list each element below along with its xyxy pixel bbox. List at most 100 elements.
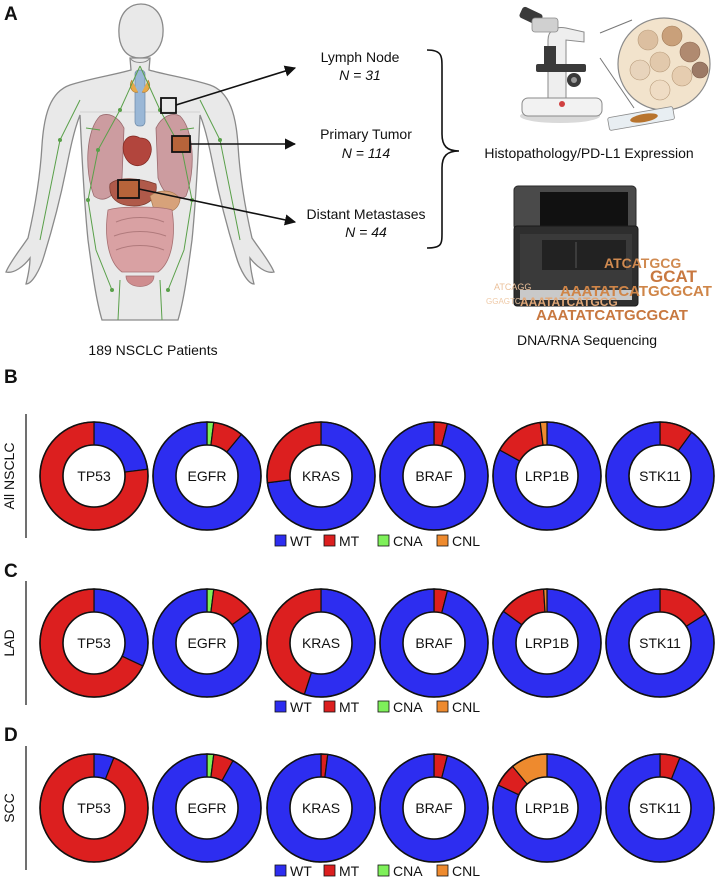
dna-sequence-line: AAATATCATGCG [520,295,618,309]
panel-label: D [4,725,18,746]
row-label: SCC [1,793,17,823]
donut-hole [515,444,579,508]
donut-braf: BRAF [379,421,489,531]
legend-swatch-cnl [436,700,449,713]
distant-metastasis-marker [117,179,140,199]
legend-label-cna: CNA [393,533,423,549]
donut-gene-label: KRAS [302,468,340,484]
legend: WT MT CNA CNL [274,863,480,879]
donut-egfr: EGFR [152,588,262,698]
donut-hole [289,444,353,508]
donut-outline [39,588,149,698]
donut-stk11: STK11 [605,588,715,698]
donut-gene-label: STK11 [639,468,681,484]
legend-label-wt: WT [290,533,312,549]
donut-outline [379,421,489,531]
donut-hole [515,611,579,675]
donut-gene-label: BRAF [415,800,452,816]
panel-label: B [4,367,18,388]
svg-text:ATCAGG: ATCAGG [494,282,531,292]
site-primary-tumor-name: Primary Tumor [320,126,412,142]
donut-braf: BRAF [379,588,489,698]
donut-tp53: TP53 [39,588,149,698]
legend-label-cnl: CNL [452,863,480,879]
row-label: All NSCLC [1,443,17,510]
donut-outline [492,753,602,863]
donut-egfr: EGFR [152,753,262,863]
legend-swatch-wt [274,534,287,547]
donut-stk11: STK11 [605,421,715,531]
donut-stk11: STK11 [605,753,715,863]
site-distant-metastases-name: Distant Metastases [306,206,425,222]
legend-label-mt: MT [339,863,360,879]
legend-label-wt: WT [290,699,312,715]
legend-swatch-wt [274,700,287,713]
donut-gene-label: LRP1B [525,635,569,651]
donut-gene-label: TP53 [77,800,111,816]
legend-label-cna: CNA [393,699,423,715]
dna-sequence-line: ATCATGCG [604,255,681,271]
donut-hole [62,611,126,675]
donut-gene-label: BRAF [415,468,452,484]
donut-hole [175,444,239,508]
donut-outline [605,421,715,531]
donut-braf: BRAF [379,753,489,863]
donut-outline [605,588,715,698]
dna-sequence-line: AAATATCATGCGCAT [560,283,712,300]
donut-hole [62,776,126,840]
donut-lrp1b: LRP1B [492,421,602,531]
donut-hole [175,611,239,675]
legend-label-cnl: CNL [452,699,480,715]
site-primary-tumor-count: N = 114 [342,145,391,161]
legend-label-cna: CNA [393,863,423,879]
dna-sequence-line: GCAT [650,267,698,286]
legend-swatch-mt [323,534,336,547]
donut-outline [266,753,376,863]
donut-outline [152,421,262,531]
dna-sequence-line: AAATATCATGCGCAT [536,307,688,324]
donut-hole [402,776,466,840]
donut-gene-label: EGFR [188,800,227,816]
donut-outline [266,421,376,531]
donut-outline [379,588,489,698]
donut-kras: KRAS [266,421,376,531]
panel-label: C [4,561,18,582]
site-distant-metastases-count: N = 44 [345,224,387,240]
arrow-lymph-node [175,65,297,106]
legend-label-wt: WT [290,863,312,879]
donut-hole [289,776,353,840]
donut-hole [628,611,692,675]
site-lymph-node-count: N = 31 [339,67,381,83]
donut-hole [515,776,579,840]
donut-outline [605,753,715,863]
donut-gene-label: KRAS [302,635,340,651]
legend-swatch-cnl [436,534,449,547]
site-lymph-node-name: Lymph Node [321,49,400,65]
microscope-illustration [519,6,711,131]
svg-text:GGAGTC: GGAGTC [486,297,521,306]
donut-hole [402,444,466,508]
donut-hole [628,444,692,508]
primary-tumor-marker [171,135,191,153]
human-body-illustration [5,3,275,321]
legend-swatch-mt [323,864,336,877]
donut-gene-label: BRAF [415,635,452,651]
legend-swatch-cnl [436,864,449,877]
donut-outline [39,753,149,863]
legend-swatch-cna [377,700,390,713]
row-label: LAD [1,629,17,656]
donut-outline [152,753,262,863]
donut-hole [628,776,692,840]
legend-swatch-cna [377,534,390,547]
legend-label-mt: MT [339,533,360,549]
donut-lrp1b: LRP1B [492,753,602,863]
lymph-node-marker [160,97,177,114]
histopathology-caption: Histopathology/PD-L1 Expression [484,145,693,161]
donut-hole [402,611,466,675]
